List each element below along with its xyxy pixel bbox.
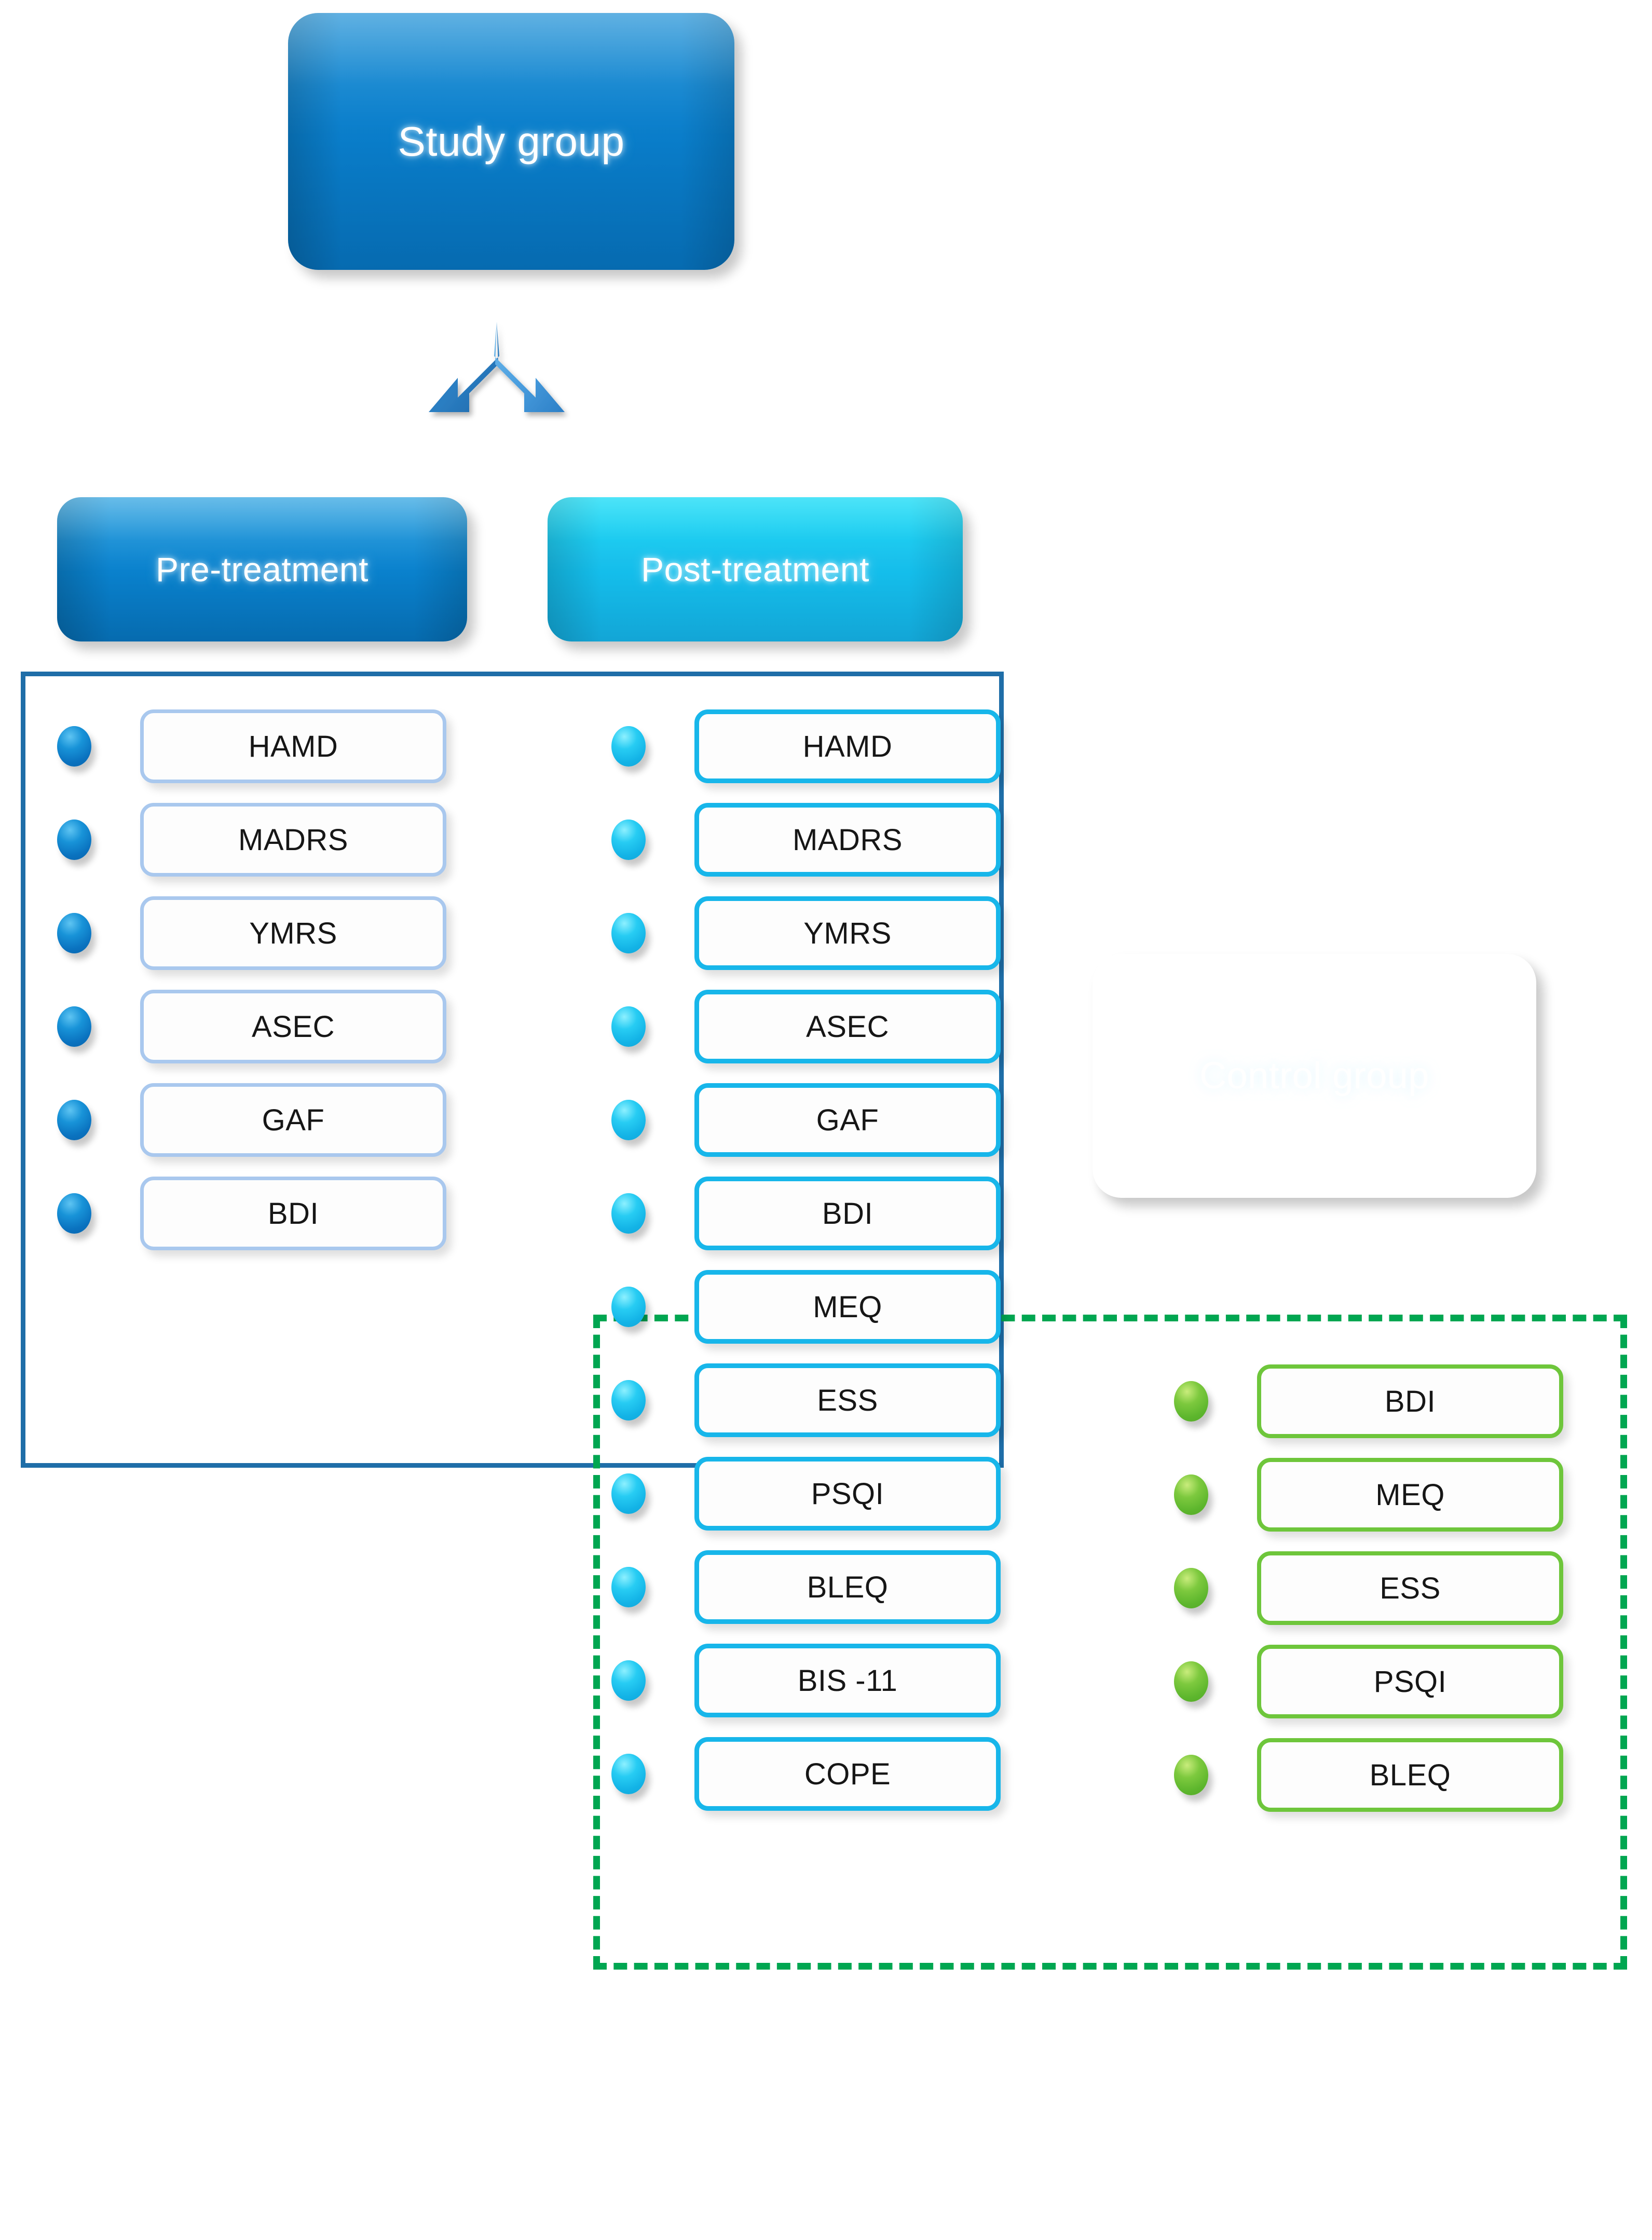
- bullet-sphere-icon: [611, 1567, 646, 1607]
- control-group-measure-label: PSQI: [1373, 1664, 1447, 1699]
- pre-treatment-measure-label: MADRS: [238, 823, 348, 857]
- pre-treatment-measure-box[interactable]: BDI: [140, 1177, 446, 1250]
- post-treatment-measure-box[interactable]: GAF: [694, 1083, 1001, 1157]
- bullet-sphere-icon: [1174, 1474, 1208, 1515]
- control-group-node[interactable]: Control group: [1093, 954, 1536, 1198]
- post-treatment-measure-label: BIS -11: [797, 1663, 898, 1698]
- bullet-sphere-icon: [611, 1006, 646, 1047]
- post-treatment-measure-box[interactable]: BIS -11: [694, 1644, 1001, 1717]
- post-treatment-measure-box[interactable]: ASEC: [694, 990, 1001, 1063]
- control-group-measure-label: ESS: [1380, 1571, 1441, 1605]
- post-treatment-measure-label: ESS: [817, 1383, 878, 1417]
- pre-treatment-measure-box[interactable]: ASEC: [140, 990, 446, 1063]
- split-down-arrow-icon: [421, 316, 572, 425]
- control-group-measure-label: MEQ: [1375, 1478, 1445, 1512]
- bullet-sphere-icon: [611, 1287, 646, 1327]
- bullet-sphere-icon: [57, 726, 91, 767]
- bullet-sphere-icon: [1174, 1381, 1208, 1422]
- study-group-frame: [21, 672, 1004, 1468]
- bullet-sphere-icon: [57, 819, 91, 860]
- bullet-sphere-icon: [57, 1100, 91, 1140]
- post-treatment-measure-box[interactable]: BLEQ: [694, 1550, 1001, 1624]
- post-treatment-measure-label: COPE: [804, 1757, 891, 1791]
- post-treatment-measure-label: ASEC: [806, 1009, 889, 1044]
- post-treatment-node[interactable]: Post-treatment: [548, 497, 963, 641]
- bullet-sphere-icon: [611, 1660, 646, 1701]
- post-treatment-measure-box[interactable]: YMRS: [694, 896, 1001, 970]
- control-group-measure-box[interactable]: MEQ: [1257, 1458, 1563, 1532]
- post-treatment-measure-box[interactable]: ESS: [694, 1363, 1001, 1437]
- bullet-sphere-icon: [611, 1473, 646, 1514]
- post-treatment-measure-label: GAF: [816, 1103, 879, 1137]
- bullet-sphere-icon: [611, 726, 646, 767]
- post-treatment-measure-label: BLEQ: [807, 1570, 889, 1604]
- bullet-sphere-icon: [611, 1193, 646, 1234]
- pre-treatment-measure-box[interactable]: GAF: [140, 1083, 446, 1157]
- pre-treatment-measure-label: ASEC: [252, 1009, 335, 1044]
- post-treatment-measure-label: MADRS: [793, 823, 903, 857]
- bullet-sphere-icon: [611, 819, 646, 860]
- bullet-sphere-icon: [611, 1754, 646, 1794]
- bullet-sphere-icon: [611, 1100, 646, 1140]
- post-treatment-measure-box[interactable]: COPE: [694, 1737, 1001, 1811]
- pre-treatment-measure-box[interactable]: HAMD: [140, 709, 446, 783]
- control-group-measure-box[interactable]: PSQI: [1257, 1645, 1563, 1718]
- post-treatment-measure-box[interactable]: MADRS: [694, 803, 1001, 877]
- post-treatment-measure-box[interactable]: MEQ: [694, 1270, 1001, 1344]
- pre-treatment-measure-label: GAF: [262, 1103, 325, 1137]
- pre-treatment-measure-label: HAMD: [248, 729, 338, 763]
- pre-treatment-measure-box[interactable]: YMRS: [140, 896, 446, 970]
- control-group-measure-box[interactable]: BDI: [1257, 1364, 1563, 1438]
- control-group-measure-label: BLEQ: [1369, 1758, 1451, 1792]
- bullet-sphere-icon: [57, 913, 91, 953]
- bullet-sphere-icon: [57, 1006, 91, 1047]
- post-treatment-label: Post-treatment: [641, 550, 869, 589]
- bullet-sphere-icon: [1174, 1568, 1208, 1608]
- bullet-sphere-icon: [57, 1193, 91, 1234]
- bullet-sphere-icon: [1174, 1755, 1208, 1795]
- study-group-label: Study group: [398, 118, 625, 165]
- control-group-label: Control group: [1199, 1055, 1429, 1097]
- post-treatment-measure-box[interactable]: PSQI: [694, 1457, 1001, 1531]
- post-treatment-measure-label: MEQ: [813, 1290, 882, 1324]
- bullet-sphere-icon: [1174, 1661, 1208, 1702]
- post-treatment-measure-box[interactable]: HAMD: [694, 709, 1001, 783]
- control-group-measure-label: BDI: [1384, 1384, 1436, 1418]
- post-treatment-measure-label: BDI: [822, 1196, 873, 1231]
- pre-treatment-measure-label: YMRS: [249, 916, 337, 950]
- pre-treatment-node[interactable]: Pre-treatment: [57, 497, 467, 641]
- post-treatment-measure-box[interactable]: BDI: [694, 1177, 1001, 1250]
- pre-treatment-measure-box[interactable]: MADRS: [140, 803, 446, 877]
- bullet-sphere-icon: [611, 1380, 646, 1421]
- pre-treatment-label: Pre-treatment: [156, 550, 368, 589]
- post-treatment-measure-label: HAMD: [802, 729, 893, 763]
- post-treatment-measure-label: YMRS: [803, 916, 892, 950]
- pre-treatment-measure-label: BDI: [267, 1196, 319, 1231]
- post-treatment-measure-label: PSQI: [811, 1477, 884, 1511]
- study-group-node[interactable]: Study group: [288, 13, 734, 270]
- control-group-measure-box[interactable]: ESS: [1257, 1551, 1563, 1625]
- bullet-sphere-icon: [611, 913, 646, 953]
- control-group-measure-box[interactable]: BLEQ: [1257, 1738, 1563, 1812]
